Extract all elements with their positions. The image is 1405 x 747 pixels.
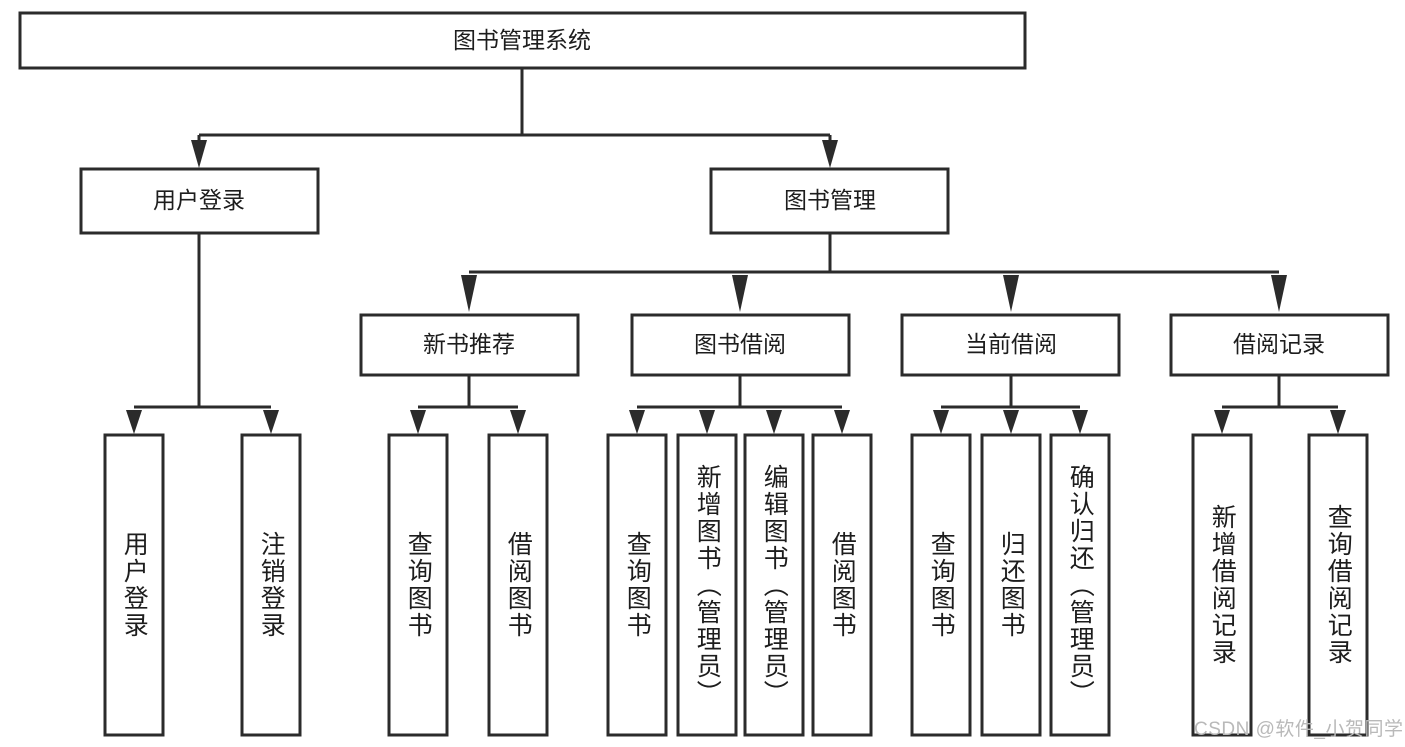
arrowhead-leaf-query-book-1 — [410, 410, 426, 434]
leaf-borrow-book-2-box[interactable] — [811, 433, 873, 737]
csdn-watermark: CSDN @软件_小贺同学 — [1194, 719, 1404, 740]
leaf-logout-box[interactable] — [240, 433, 302, 737]
node-root-box[interactable] — [18, 11, 1027, 70]
leaf-borrow-book-1-box[interactable] — [487, 433, 549, 737]
connectors-book-borrow-to-leaves — [629, 375, 850, 434]
arrowhead-leaf-query-book-2 — [629, 410, 645, 434]
node-new-book-recommend-label: 新书推荐 — [423, 331, 515, 357]
arrowhead-leaf-user-login — [126, 410, 142, 434]
arrowhead-borrow-record — [1271, 275, 1287, 312]
node-book-borrow-label: 图书借阅 — [694, 331, 786, 357]
leaf-boxes — [103, 433, 1369, 737]
arrowhead-book-borrow — [732, 275, 748, 312]
connectors-book-manage-to-level3 — [461, 233, 1287, 312]
arrowhead-leaf-query-record — [1330, 410, 1346, 434]
node-borrow-record[interactable]: 借阅记录 — [1169, 313, 1390, 377]
connectors-borrow-record-to-leaves — [1214, 375, 1346, 434]
arrowhead-leaf-edit-book — [766, 410, 782, 434]
leaf-return-book-box[interactable] — [980, 433, 1042, 737]
arrowhead-new-book-recommend — [461, 275, 477, 312]
leaf-query-book-3-box[interactable] — [910, 433, 972, 737]
leaf-add-record-box[interactable] — [1191, 433, 1253, 737]
node-new-book-recommend-box[interactable] — [359, 313, 580, 377]
connectors-current-borrow-to-leaves — [933, 375, 1088, 434]
node-book-manage[interactable]: 图书管理 — [709, 167, 950, 235]
leaf-query-book-2-box[interactable] — [606, 433, 668, 737]
node-root[interactable]: 图书管理系统 — [18, 11, 1027, 70]
node-current-borrow-box[interactable] — [900, 313, 1121, 377]
node-book-borrow[interactable]: 图书借阅 — [630, 313, 851, 377]
node-user-login-box[interactable] — [79, 167, 320, 235]
node-current-borrow[interactable]: 当前借阅 — [900, 313, 1121, 377]
arrowhead-user-login — [191, 140, 207, 168]
node-book-manage-box[interactable] — [709, 167, 950, 235]
arrowhead-leaf-logout — [263, 410, 279, 434]
node-user-login[interactable]: 用户登录 — [79, 167, 320, 235]
arrowhead-leaf-add-book — [699, 410, 715, 434]
node-current-borrow-label: 当前借阅 — [965, 331, 1057, 357]
node-borrow-record-box[interactable] — [1169, 313, 1390, 377]
arrowhead-leaf-return-book — [1003, 410, 1019, 434]
node-book-manage-label: 图书管理 — [784, 187, 876, 213]
leaf-query-record-box[interactable] — [1307, 433, 1369, 737]
connectors-root-to-level2 — [191, 68, 838, 168]
arrowhead-current-borrow — [1003, 275, 1019, 312]
node-book-borrow-box[interactable] — [630, 313, 851, 377]
node-user-login-label: 用户登录 — [153, 187, 245, 213]
leaf-edit-book-box[interactable] — [743, 433, 805, 737]
arrowhead-leaf-add-record — [1214, 410, 1230, 434]
arrowhead-leaf-confirm-return — [1072, 410, 1088, 434]
connectors-user-login-to-leaves — [126, 233, 279, 434]
arrowhead-book-manage — [822, 140, 838, 168]
leaf-query-book-1-box[interactable] — [387, 433, 449, 737]
connectors-new-book-recommend-to-leaves — [410, 375, 526, 434]
node-root-label: 图书管理系统 — [453, 27, 591, 53]
arrowhead-leaf-borrow-book-2 — [834, 410, 850, 434]
arrowhead-leaf-borrow-book-1 — [510, 410, 526, 434]
arrowhead-leaf-query-book-3 — [933, 410, 949, 434]
node-borrow-record-label: 借阅记录 — [1233, 331, 1325, 357]
leaf-confirm-return-box[interactable] — [1049, 433, 1111, 737]
leaf-add-book-box[interactable] — [676, 433, 738, 737]
node-new-book-recommend[interactable]: 新书推荐 — [359, 313, 580, 377]
leaf-user-login-box[interactable] — [103, 433, 165, 737]
